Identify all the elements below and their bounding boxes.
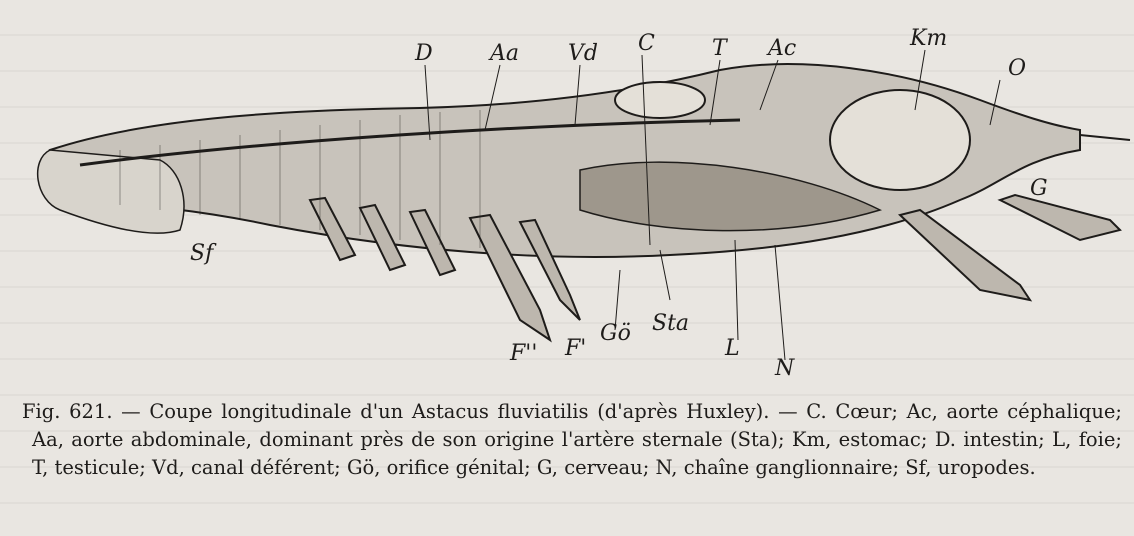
label-L: L <box>724 336 740 361</box>
label-C: C <box>638 31 655 56</box>
crayfish-figure: D Aa Vd C T Ac Km O G Sf F'' F' Gö Sta L… <box>20 0 1134 400</box>
label-Vd: Vd <box>568 41 598 66</box>
label-F2: F'' <box>509 341 537 366</box>
figure-caption: Fig. 621. — Coupe longitudinale d'un Ast… <box>22 398 1122 482</box>
crayfish-illustration: D Aa Vd C T Ac Km O G Sf F'' F' Gö Sta L… <box>20 0 1134 400</box>
label-Go: Gö <box>600 321 631 346</box>
label-T: T <box>712 36 729 61</box>
label-G: G <box>1030 176 1048 201</box>
label-Sf: Sf <box>190 241 217 266</box>
label-D: D <box>414 41 433 66</box>
label-Km: Km <box>909 26 947 51</box>
label-O: O <box>1008 56 1026 81</box>
label-Aa: Aa <box>488 41 519 66</box>
label-N: N <box>774 356 795 381</box>
label-F1: F' <box>564 336 586 361</box>
caption-text: Fig. 621. — Coupe longitudinale d'un Ast… <box>22 398 1122 482</box>
label-Ac: Ac <box>766 36 796 61</box>
label-Sta: Sta <box>652 311 689 336</box>
